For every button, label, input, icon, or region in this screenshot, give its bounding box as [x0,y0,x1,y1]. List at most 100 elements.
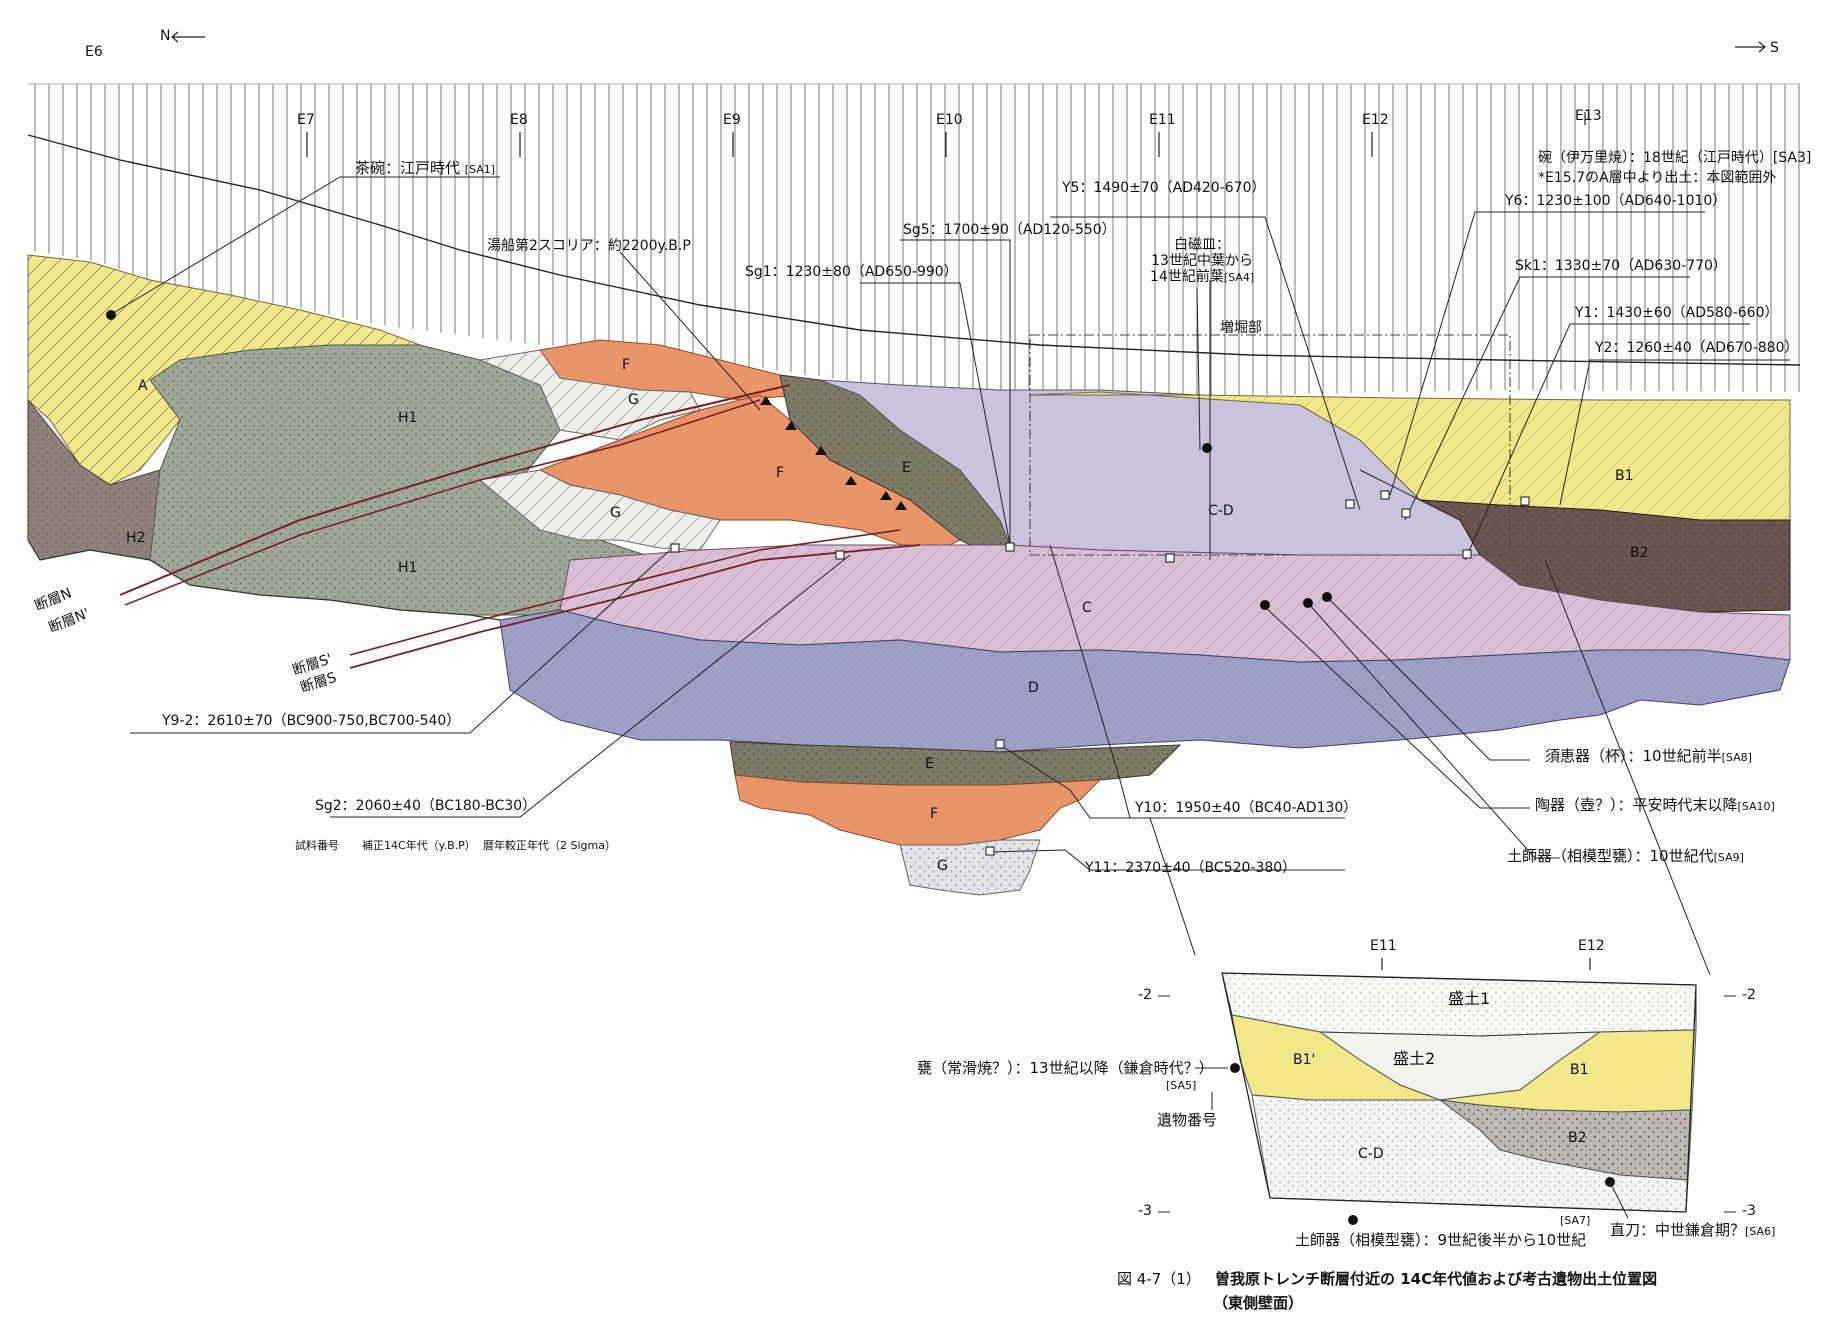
station-E10: E10 [936,112,963,128]
annotation-y6: Y6：1230±100（AD640-1010） [1505,193,1727,209]
sample-box-markers [670,490,1530,856]
leader-lines [109,176,1790,976]
inset-depth-left-2: -2 [1138,987,1152,1003]
inset-label-b1: B1 [1570,1062,1589,1078]
fault-N2-line [124,399,761,606]
inset-station-e12: E12 [1578,938,1605,954]
inset-annotation-chokuto: 直刀：中世鎌倉期？[SA6] [1610,1221,1776,1239]
station-ticks [306,112,1586,157]
layer-D-hatch [500,610,1790,752]
inset-profile [1158,958,1736,1225]
inset-morido1-texture [1222,973,1696,1036]
layer-H1-texture [150,345,700,615]
inset-depth-left-3: -3 [1138,1203,1152,1219]
station-E12: E12 [1362,112,1389,128]
annotation-sg5: Sg5：1700±90（AD120-550） [903,222,1116,238]
south-label: S [1770,40,1779,56]
south-arrow-head [1758,41,1766,53]
layer-label-G-middle: G [610,505,621,521]
annotation-wan-note: *E15.7のA層中より出土：本図範囲外 [1538,170,1777,186]
inset-label-b1prime: B1' [1293,1052,1316,1068]
inset-C-D-texture [1252,1095,1688,1212]
inset-leader-SA6 [1609,1181,1629,1219]
annotation-y11: Y11：2370±40（BC520-380） [1085,860,1297,876]
layer-label-F-upper: F [622,357,631,373]
annotation-yugane-scoria: 湯船第2スコリア：約2200y.B.P [487,238,691,254]
layer-label-C: C [1082,600,1092,616]
figure-subtitle: （東側壁面） [1213,1294,1304,1312]
layer-label-H1-lower: H1 [398,560,418,576]
annotation-y5: Y5：1490±70（AD420-670） [1062,180,1266,196]
station-E7: E7 [297,112,315,128]
layer-label-F-lower: F [930,806,939,822]
layer-label-F-main: F [776,465,785,481]
legend-c14-age: 補正14C年代（y.B.P） [362,839,476,852]
layer-B2-texture [1360,470,1790,612]
addition-area-rect [1029,334,1511,556]
layer-label-C-D: C-D [1208,503,1234,519]
inset-label-morido1: 盛土1 [1448,989,1491,1008]
scoria-markers [760,396,907,510]
north-arrow-head [171,31,179,43]
trench-floor-outline [27,539,501,621]
layer-E-lower-texture [730,742,1180,785]
annotation-chawan: 茶碗：江戸時代 [SA1] [355,159,496,177]
fault-S2-line [349,529,901,656]
layer-label-E-lower: E [925,756,934,772]
fault-S-line [349,544,921,669]
inset-artifact-SA7 [1348,1215,1358,1225]
layer-label-A: A [138,378,148,394]
inset-label-b2: B2 [1568,1130,1587,1146]
layer-B1-hatch [1030,392,1790,520]
inset-artifact-SA5 [1230,1063,1240,1073]
inset-annotation-kame-code: [SA5] [1166,1079,1197,1092]
inset-B2-texture [1440,1100,1692,1180]
annotation-sueki: 須恵器（杯）：10世紀前半[SA8] [1545,747,1752,765]
inset-artifact-number-label: 遺物番号 [1157,1111,1218,1129]
inset-label-morido2: 盛土2 [1393,1049,1436,1068]
layer-label-H1-upper: H1 [398,410,418,426]
layer-label-G-upper: G [628,392,639,408]
annotation-hakuji: 白磁皿： 13世紀中葉から 14世紀前葉[SA4] [1150,237,1255,286]
inset-depth-right-2: -2 [1742,987,1756,1003]
figure-title: 曽我原トレンチ断層付近の 14C年代値および考古遺物出土位置図 [1215,1270,1658,1288]
layer-E-upper-texture [780,375,1010,545]
station-E11: E11 [1149,112,1176,128]
inset-station-e11: E11 [1370,938,1397,954]
inset-outline [1221,972,1697,1213]
layer-G-upper-hatch [480,350,700,440]
layer-label-G-lower: G [937,858,948,874]
layer-C-hatch [560,545,1790,662]
annotation-wan: 碗（伊万里焼）：18世紀（江戸時代）[SA3] [1538,150,1812,166]
annotation-sg1: Sg1：1230±80（AD650-990） [745,264,958,280]
station-E6: E6 [85,44,103,60]
inset-depth-right-3: -3 [1742,1203,1756,1219]
layer-label-B2: B2 [1630,545,1649,561]
layer-label-E-upper: E [902,460,911,476]
legend-calibrated-age: 暦年較正年代（2 Sigma） [483,839,616,852]
inset-annotation-kame: 甕（常滑焼？）：13世紀以降（鎌倉時代？） [917,1059,1214,1077]
inset-label-cd: C-D [1358,1146,1384,1162]
layer-label-D: D [1028,680,1039,696]
addition-area-label: 増堀部 [1220,320,1262,336]
layer-G-lower-texture [900,840,1040,895]
layer-G-middle-hatch [480,470,720,550]
annotation-sg2: Sg2：2060±40（BC180-BC30） [315,798,537,814]
north-label: N [160,28,171,44]
annotation-y10: Y10：1950±40（BC40-AD130） [1135,800,1358,816]
ground-surface-line [27,134,1801,366]
inset-annotation-hajiki2: 土師器（相模型甕）：9世紀後半から10世紀 [1295,1231,1587,1249]
annotation-y2: Y2：1260±40（AD670-880） [1595,340,1799,356]
station-E13: E13 [1575,108,1602,124]
station-E9: E9 [723,112,741,128]
fault-N-line [119,384,791,596]
annotation-y9-2: Y9-2：2610±70（BC900-750,BC700-540） [162,713,461,729]
legend-sample-number: 試料番号 [295,839,339,852]
figure-number: 図 4-7（1） [1117,1270,1201,1288]
layer-F-lower [734,774,1102,846]
annotation-toki: 陶器（壺？）：平安時代末以降[SA10] [1535,796,1775,814]
annotation-hajiki: 土師器（相模型甕）：10世紀代[SA9] [1507,847,1744,865]
layer-label-B1: B1 [1615,468,1634,484]
annotation-y1: Y1：1430±60（AD580-660） [1575,305,1779,321]
